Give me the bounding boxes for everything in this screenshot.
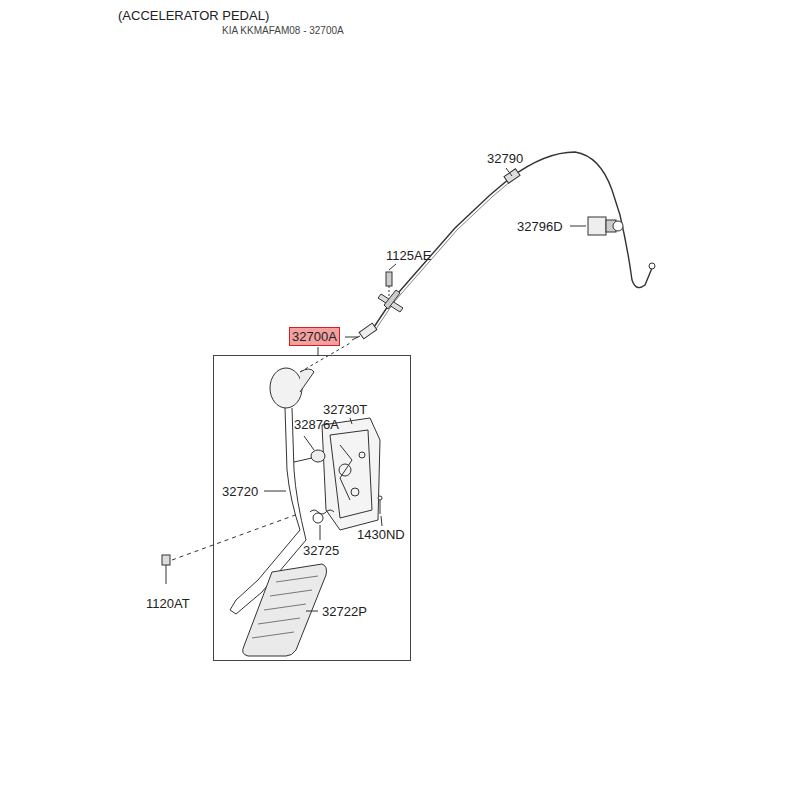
callout-number: 32876A	[294, 417, 339, 432]
callout-number: 1430ND	[357, 527, 405, 542]
callout-number: 32720	[222, 484, 258, 499]
callout-number: 1125AE	[386, 248, 431, 263]
callout-number: 32796D	[517, 219, 563, 234]
diagram-title: (ACCELERATOR PEDAL)	[118, 8, 269, 23]
callout-number: 32790	[487, 151, 523, 166]
watermark: KIA KKMAFAM08 - 32700A	[222, 23, 344, 38]
highlighted-part-number: 32700A	[289, 327, 340, 346]
part-number: 32700A	[292, 329, 337, 344]
callout-number: 1120AT	[146, 596, 190, 611]
callout-number: 32730T	[323, 402, 367, 417]
callout-number: 32725	[303, 543, 339, 558]
callout-number: 32722P	[322, 604, 367, 619]
